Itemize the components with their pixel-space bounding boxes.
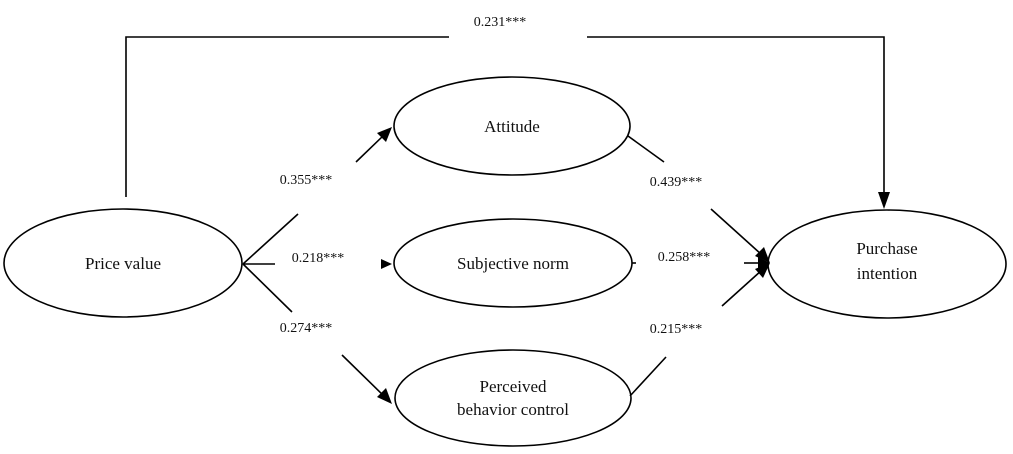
purchase-intention-label-line1: Purchase: [856, 239, 917, 258]
coef-price-value-to-attitude: 0.355***: [280, 173, 333, 188]
arrowhead-icon: [878, 192, 890, 209]
coef-price-value-to-purchase-intention: 0.231***: [474, 15, 527, 30]
coef-perceived-behavior-control-to-purchase-intention: 0.215***: [650, 322, 703, 337]
subjective-norm-label: Subjective norm: [457, 254, 569, 273]
direct-path-line-left: [125, 36, 449, 197]
path-line-lower: [341, 354, 386, 398]
perceived-behavior-control-label-line2: behavior control: [457, 400, 569, 419]
edge-perceived-behavior-control-to-purchase-intention: [629, 263, 770, 397]
path-line-upper: [242, 263, 293, 313]
direct-path-line-right: [587, 36, 885, 192]
arrowhead-icon: [755, 263, 770, 278]
purchase-intention-label-line2: intention: [857, 264, 918, 283]
price-value-ellipse: [3, 208, 243, 318]
node-subjective-norm: Subjective norm: [393, 218, 633, 308]
path-line-lower: [242, 213, 299, 265]
arrowhead-icon: [758, 257, 770, 269]
arrowhead-icon: [755, 247, 770, 263]
node-attitude: Attitude: [393, 76, 631, 176]
edge-attitude-to-purchase-intention: [627, 135, 770, 263]
coef-price-value-to-perceived-behavior-control: 0.274***: [280, 321, 333, 336]
arrowhead-icon: [377, 388, 392, 404]
edge-price-value-to-perceived-behavior-control: [242, 263, 392, 404]
edge-price-value-to-subjective-norm: [243, 259, 392, 269]
edge-subjective-norm-to-purchase-intention: [632, 257, 770, 269]
path-line-lower: [629, 356, 667, 397]
path-line-lower: [710, 208, 763, 256]
coef-subjective-norm-to-purchase-intention: 0.258***: [658, 250, 711, 265]
node-perceived-behavior-control: Perceived behavior control: [394, 349, 632, 447]
arrowhead-icon: [381, 259, 392, 269]
edge-price-value-to-attitude: [242, 127, 392, 265]
node-purchase-intention: Purchase intention: [767, 209, 1007, 319]
path-line-upper: [627, 135, 665, 163]
node-price-value: Price value: [3, 208, 243, 318]
coef-attitude-to-purchase-intention: 0.439***: [650, 175, 703, 190]
edge-price-value-to-purchase-intention: [125, 36, 890, 209]
price-value-label: Price value: [85, 254, 161, 273]
path-line-upper: [721, 269, 763, 307]
coef-price-value-to-subjective-norm: 0.218***: [292, 251, 345, 266]
attitude-label: Attitude: [484, 117, 540, 136]
path-line-upper: [355, 134, 385, 163]
arrowhead-icon: [377, 127, 392, 142]
perceived-behavior-control-label-line1: Perceived: [479, 377, 547, 396]
perceived-behavior-control-ellipse: [394, 349, 632, 447]
attitude-ellipse: [393, 76, 631, 176]
